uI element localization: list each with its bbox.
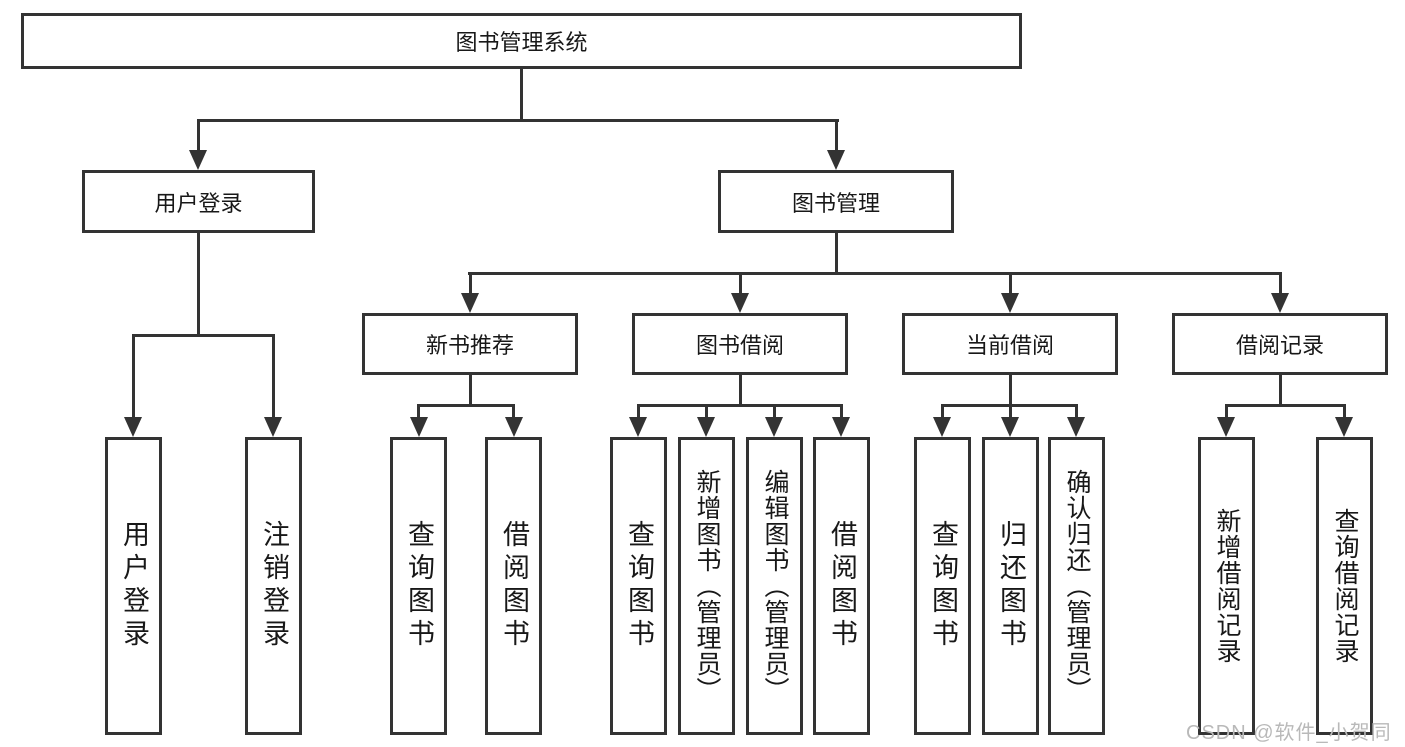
arrow-down-icon [827, 150, 845, 170]
arrow-down-icon [189, 150, 207, 170]
leaf-add-borrow-record: 新增借阅记录 [1198, 437, 1255, 735]
arrow-down-icon [1001, 417, 1019, 437]
arrow-down-icon [697, 417, 715, 437]
connector-line [469, 272, 472, 295]
connector-line [1009, 272, 1012, 295]
leaf-borrow-books-recommend: 借阅图书 [485, 437, 542, 735]
arrow-down-icon [124, 417, 142, 437]
leaf-query-books-borrowing: 查询图书 [610, 437, 667, 735]
connector-line [1009, 404, 1012, 419]
node-library-system: 图书管理系统 [21, 13, 1022, 69]
connector-line [469, 375, 472, 406]
node-user-login: 用户登录 [82, 170, 315, 233]
node-book-management: 图书管理 [718, 170, 954, 233]
leaf-query-borrow-record: 查询借阅记录 [1316, 437, 1373, 735]
connector-line [468, 272, 1282, 275]
arrow-down-icon [1001, 293, 1019, 313]
connector-line [1225, 404, 1346, 407]
arrow-down-icon [832, 417, 850, 437]
connector-line [417, 404, 514, 407]
arrow-down-icon [264, 417, 282, 437]
leaf-edit-book-admin: 编辑图书（管理员） [746, 437, 803, 735]
connector-line [1075, 404, 1078, 419]
connector-line [1009, 375, 1012, 406]
connector-line [132, 334, 135, 418]
arrow-down-icon [933, 417, 951, 437]
leaf-confirm-return-admin: 确认归还（管理员） [1048, 437, 1105, 735]
arrow-down-icon [1271, 293, 1289, 313]
watermark: CSDN @软件_小贺同学 [1186, 722, 1392, 744]
node-book-borrowing: 图书借阅 [632, 313, 848, 375]
connector-line [835, 119, 838, 152]
connector-line [272, 334, 275, 418]
arrow-down-icon [505, 417, 523, 437]
arrow-down-icon [461, 293, 479, 313]
connector-line [1279, 272, 1282, 295]
connector-line [835, 233, 838, 274]
arrow-down-icon [1067, 417, 1085, 437]
node-new-book-recommend: 新书推荐 [362, 313, 578, 375]
arrow-down-icon [1335, 417, 1353, 437]
leaf-query-books-current: 查询图书 [914, 437, 971, 735]
arrow-down-icon [410, 417, 428, 437]
connector-line [773, 404, 776, 419]
arrow-down-icon [765, 417, 783, 437]
connector-line [1225, 404, 1228, 419]
connector-line [417, 404, 420, 419]
connector-line [1343, 404, 1346, 419]
connector-line [197, 119, 839, 122]
leaf-query-books-recommend: 查询图书 [390, 437, 447, 735]
connector-line [1279, 375, 1282, 406]
connector-line [637, 404, 842, 407]
connector-line [197, 233, 200, 336]
connector-line [941, 404, 944, 419]
connector-line [705, 404, 708, 419]
connector-line [637, 404, 640, 419]
arrow-down-icon [1217, 417, 1235, 437]
connector-line [512, 404, 515, 419]
connector-line [520, 69, 523, 121]
leaf-borrow-books: 借阅图书 [813, 437, 870, 735]
connector-line [132, 334, 275, 337]
node-borrow-records: 借阅记录 [1172, 313, 1388, 375]
arrow-down-icon [731, 293, 749, 313]
leaf-return-book: 归还图书 [982, 437, 1039, 735]
connector-line [840, 404, 843, 419]
connector-line [739, 272, 742, 295]
leaf-user-login: 用户登录 [105, 437, 162, 735]
arrow-down-icon [629, 417, 647, 437]
leaf-add-book-admin: 新增图书（管理员） [678, 437, 735, 735]
connector-line [197, 119, 200, 152]
leaf-logout: 注销登录 [245, 437, 302, 735]
node-current-borrowing: 当前借阅 [902, 313, 1118, 375]
connector-line [739, 375, 742, 406]
